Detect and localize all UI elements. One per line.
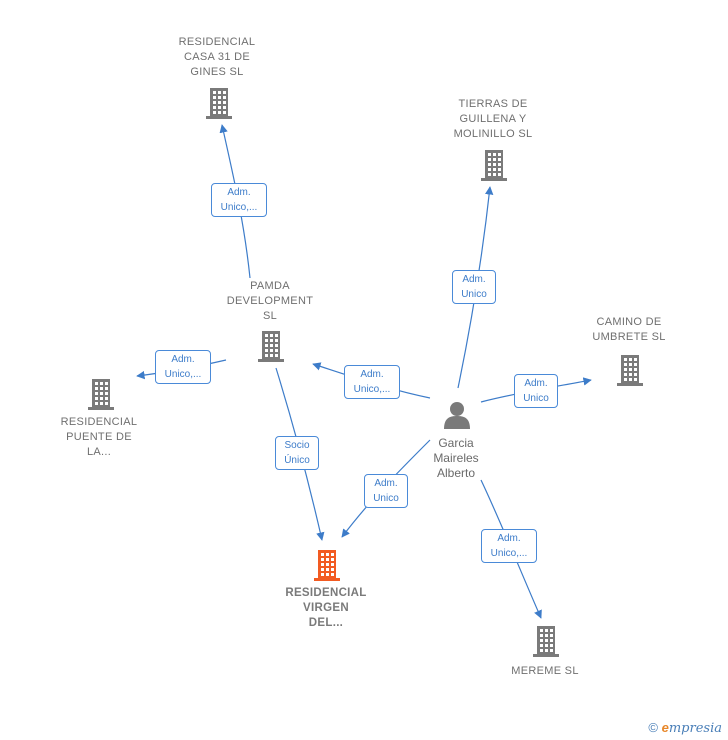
edge-label-e1[interactable]: Adm. Unico,... xyxy=(211,182,267,217)
edge-label-e7[interactable]: Adm. Unico xyxy=(364,473,408,508)
building-icon[interactable] xyxy=(314,550,340,581)
node-label-mereme[interactable]: MEREME SL xyxy=(511,664,579,677)
node-label-pamda[interactable]: PAMDA DEVELOPMENT SL xyxy=(226,279,314,322)
node-label-garcia[interactable]: Garcia Maireles Alberto xyxy=(433,435,479,480)
footer-brand: © empresia xyxy=(648,720,722,736)
edge-label-e3[interactable]: Adm. Unico,... xyxy=(155,349,211,384)
building-icon[interactable] xyxy=(206,88,232,119)
brand-name: mpresia xyxy=(668,721,722,736)
edge-label-e2[interactable]: Adm. Unico xyxy=(452,269,496,304)
edge-label-e4[interactable]: Adm. Unico,... xyxy=(344,364,400,399)
edge-label-e5[interactable]: Adm. Unico xyxy=(514,373,558,408)
building-icon[interactable] xyxy=(617,355,643,386)
node-label-casa31[interactable]: RESIDENCIAL CASA 31 DE GINES SL xyxy=(178,35,256,78)
brand-e-letter: e xyxy=(661,720,669,735)
person-icon[interactable] xyxy=(444,402,470,429)
node-label-camino[interactable]: CAMINO DE UMBRETE SL xyxy=(592,316,666,343)
node-label-virgen[interactable]: RESIDENCIAL VIRGEN DEL... xyxy=(285,586,367,629)
node-label-tierras[interactable]: TIERRAS DE GUILLENA Y MOLINILLO SL xyxy=(453,97,533,140)
edge-label-e6[interactable]: Socio Único xyxy=(275,435,319,470)
node-label-puente[interactable]: RESIDENCIAL PUENTE DE LA... xyxy=(60,415,138,458)
building-icon[interactable] xyxy=(88,379,114,410)
building-icon[interactable] xyxy=(533,626,559,657)
building-icon[interactable] xyxy=(481,150,507,181)
edge-label-e8[interactable]: Adm. Unico,... xyxy=(481,528,537,563)
copyright-symbol: © xyxy=(648,720,658,735)
building-icon[interactable] xyxy=(258,331,284,362)
